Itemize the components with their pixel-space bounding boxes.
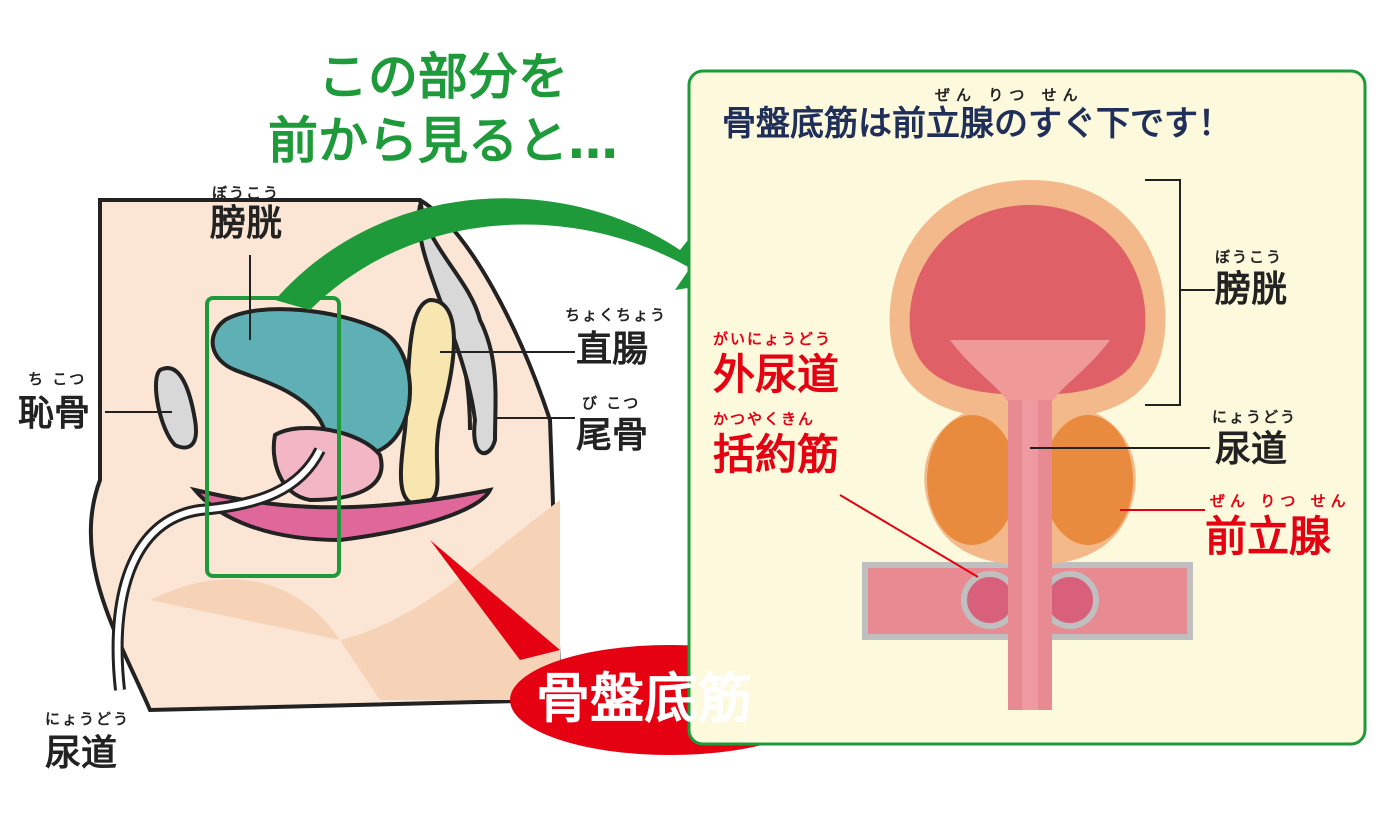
focus-frame: [205, 296, 341, 578]
rectum-ruby: ちょくちょう: [565, 306, 668, 324]
headline-line2: 前から見ると…: [268, 112, 618, 170]
sphincter-label2: 括約筋: [713, 430, 840, 479]
front-view-anatomy: [839, 179, 1215, 710]
headline-line1: この部分を: [318, 48, 568, 106]
coccyx-label: 尾骨: [576, 415, 649, 456]
prostate-ruby: ぜん りつ せん: [1210, 492, 1351, 510]
coccyx-shape: [416, 204, 498, 456]
urethra-ruby: にょうどう: [45, 710, 131, 728]
bladder-ruby: ぼうこう: [212, 184, 281, 202]
prostate-label: 前立腺: [1205, 512, 1332, 561]
sphincter-ruby2: かつやくきん: [713, 410, 816, 428]
side-view-anatomy: [88, 198, 563, 713]
pubic-bone-shape: [153, 366, 198, 450]
rectum-label: 直腸: [576, 329, 649, 370]
coccyx-ruby: び こつ: [582, 394, 641, 412]
leader-lines: [105, 255, 575, 419]
front-bladder-label: 膀胱: [1215, 269, 1288, 310]
pubic-bone-label: 恥骨: [18, 393, 91, 434]
arrow-icon: [275, 198, 740, 310]
front-urethra-ruby: にょうどう: [1212, 408, 1298, 426]
bladder-label: 膀胱: [210, 203, 283, 244]
urethra-label: 尿道: [45, 733, 118, 774]
title-ruby: ぜん りつ せん: [935, 86, 1084, 104]
pelvic-floor-callout: 骨盤底筋: [536, 667, 752, 730]
pelvic-floor-muscle-shape: [189, 486, 494, 543]
sphincter-ruby1: がいにょうどう: [713, 330, 833, 348]
front-urethra-label: 尿道: [1215, 429, 1288, 470]
front-view-title: 骨盤底筋は前立腺のすぐ下です！: [722, 104, 1232, 144]
front-bladder-ruby: ぼうこう: [1215, 248, 1284, 266]
pubic-bone-ruby: ち こつ: [28, 370, 87, 388]
callout-pointer: [430, 540, 560, 660]
sphincter-label1: 外尿道: [713, 350, 840, 399]
